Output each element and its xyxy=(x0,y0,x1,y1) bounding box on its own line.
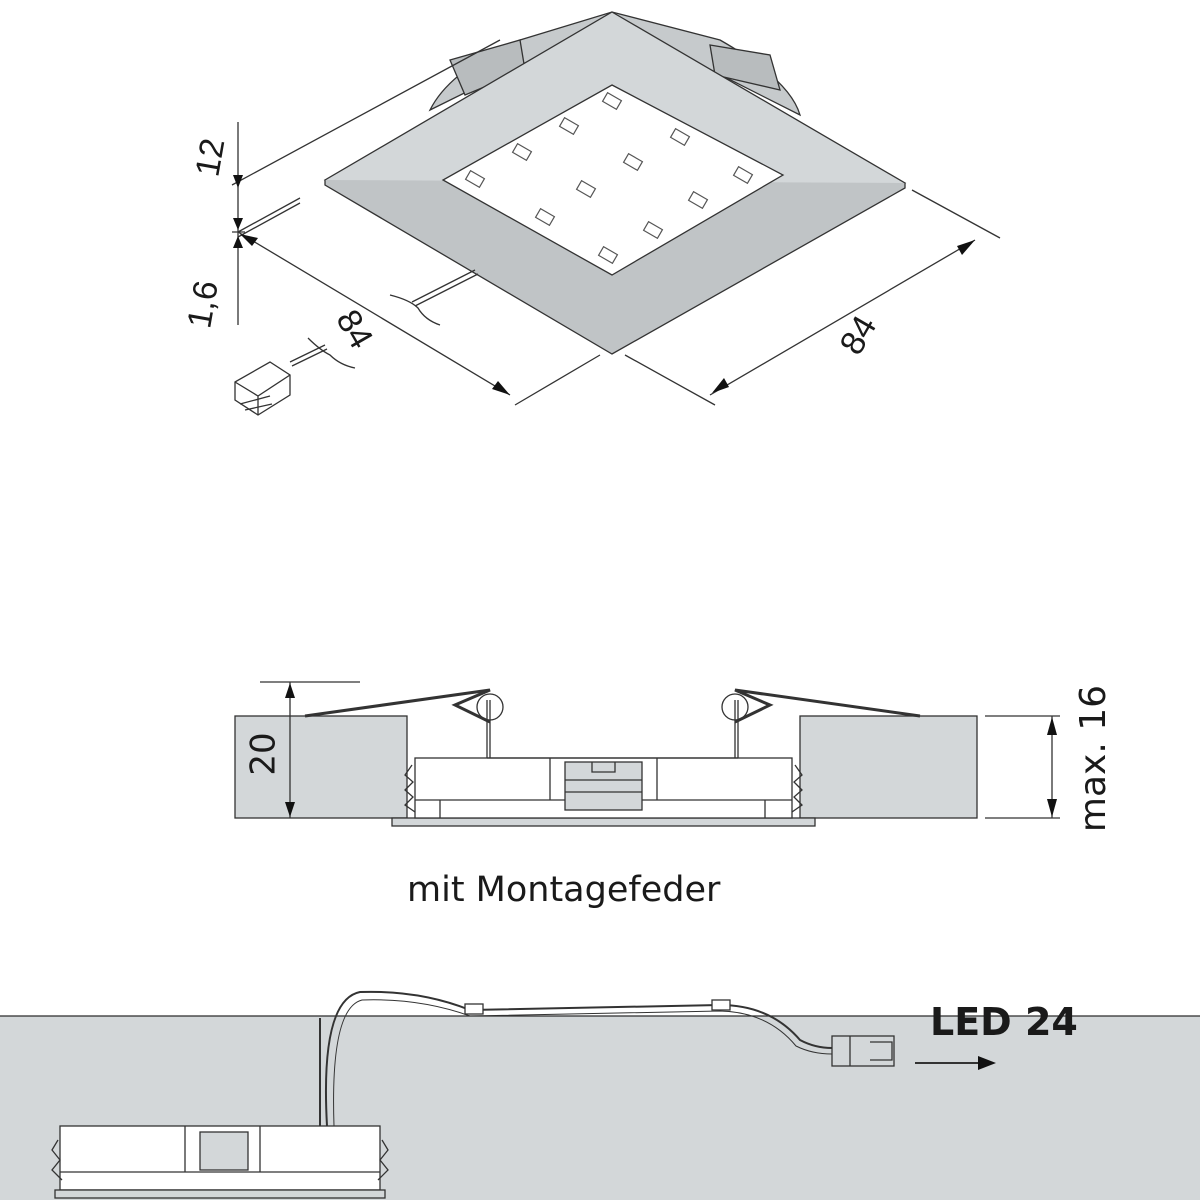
led24-connector xyxy=(831,1035,895,1067)
dim-height-total: 12 xyxy=(188,135,233,180)
caption-mounting-spring: mit Montagefeder xyxy=(407,870,721,910)
panel-right xyxy=(799,715,978,819)
connector-label: LED 24 xyxy=(930,1000,1078,1044)
dim-panel-thickness: 1,6 xyxy=(180,277,226,331)
installation-view xyxy=(0,990,1200,1200)
led-window xyxy=(441,84,785,276)
panel-left xyxy=(234,715,408,819)
fixture-side-view xyxy=(234,681,1060,827)
led-chips xyxy=(464,91,754,265)
dim-spring-height: 20 xyxy=(243,732,284,776)
fixture-iso-view xyxy=(231,11,1001,416)
dim-max-panel: max. 16 xyxy=(1073,684,1115,833)
